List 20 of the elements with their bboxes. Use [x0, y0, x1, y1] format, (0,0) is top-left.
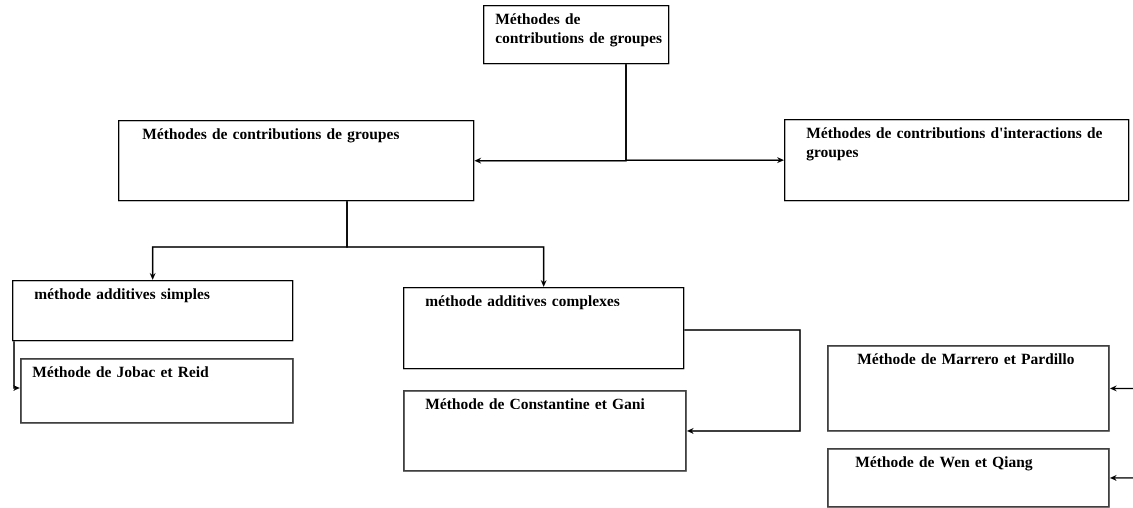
- node-label: méthode additives simples: [34, 288, 210, 303]
- node-label: méthode additives complexes: [425, 295, 620, 310]
- arrow: [346, 200, 547, 287]
- node-label: Méthode de Constantine et Gani: [425, 398, 645, 410]
- method-box: [827, 448, 1110, 508]
- node-label: Méthodes de contributions d'interactions de groupes: [806, 127, 1103, 161]
- node-label: Méthode de Jobac et Reid: [32, 366, 209, 378]
- method-box: [827, 345, 1110, 432]
- arrow: [683, 329, 801, 434]
- method-box: [403, 390, 687, 472]
- node-label: Méthode de Marrero et Pardillo: [857, 353, 1074, 365]
- node-label: Méthode de Wen et Qiang: [855, 456, 1033, 471]
- method-box: [118, 120, 475, 202]
- method-box: [12, 280, 294, 342]
- method-box: [403, 287, 685, 370]
- method-box: [483, 5, 670, 65]
- node-label: Méthodes de contributions de groupes: [495, 13, 662, 47]
- method-box: [784, 119, 1130, 202]
- method-box: [20, 358, 294, 424]
- node-label: Méthodes de contributions de groupes: [142, 128, 400, 143]
